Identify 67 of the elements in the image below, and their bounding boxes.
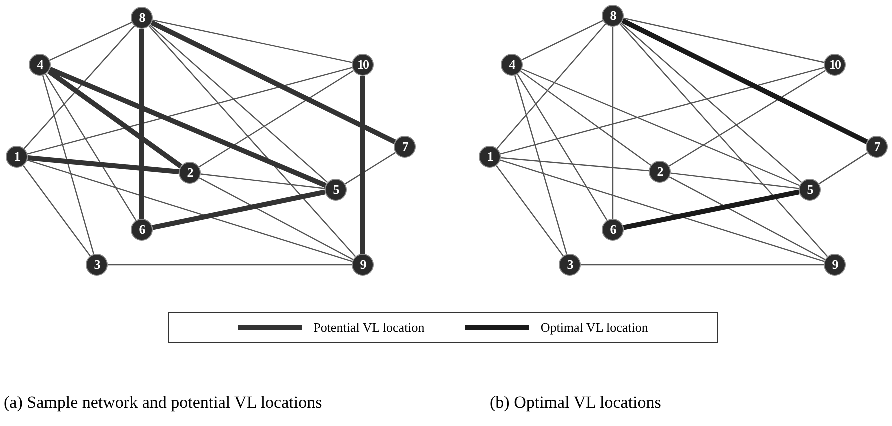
thick-link-line [623,190,800,230]
link-line [148,26,356,258]
link-line [522,68,800,186]
legend-label: Optimal VL location [540,320,648,336]
link-line [520,70,652,166]
link-line [496,24,606,150]
link-line [500,157,650,172]
link-line [345,152,396,185]
numbered-node-circle: 3 [86,254,108,276]
link-line [24,26,136,150]
legend-label: Potential VL location [314,320,425,336]
numbered-node-circle: 7 [394,136,416,158]
link-line [669,70,826,167]
thick-link-line [140,29,144,219]
thick-link-line [622,18,868,144]
thick-link-line [47,69,183,169]
numbered-node-circle: 9 [352,254,374,276]
panel-caption: (b) Optimal VL locations [490,393,662,413]
numbered-node-circle: 2 [649,161,671,183]
link-line [199,178,354,260]
link-line [620,22,802,184]
link-line [496,165,564,257]
numbered-node-circle: 6 [602,219,624,241]
numbered-node-circle: 8 [131,7,153,29]
link-line [517,74,608,221]
link-line [27,160,353,262]
link-line [514,75,568,255]
thick-link-line [49,66,327,188]
numbered-node-circle: 8 [602,5,624,27]
link-line [23,165,91,257]
thick-link-line [28,156,180,174]
panel-caption: (a) Sample network and potential VL locations [4,393,322,413]
numbered-node-circle: 5 [325,179,347,201]
link-line [818,152,868,185]
numbered-node-circle: 10 [824,54,846,76]
thick-link-line [152,190,326,230]
link-line [669,176,826,260]
numbered-node-circle: 5 [799,179,821,201]
link-line [522,20,604,61]
link-line [500,67,825,155]
numbered-node-circle: 6 [131,219,153,241]
thick-link-line [360,76,366,254]
numbered-node-circle: 7 [866,136,888,158]
numbered-node-circle: 1 [479,146,501,168]
numbered-node-circle: 2 [179,162,201,184]
numbered-node-circle: 4 [29,54,51,76]
link-line [200,174,326,190]
link-line [620,24,828,258]
numbered-node-circle: 1 [6,146,28,168]
numbered-node-circle: 3 [559,254,581,276]
link-line [152,20,352,64]
link-line [42,75,95,255]
link-line [624,18,824,64]
numbered-node-circle: 10 [352,54,374,76]
numbered-node-circle: 4 [501,54,523,76]
link-line [50,22,132,61]
link-line [45,74,137,221]
link-line [581,264,824,266]
link-line [612,27,614,219]
link-line [500,160,825,262]
link-line [27,67,353,155]
link-line [199,70,354,168]
link-line [670,172,800,190]
thick-link-line [150,20,396,144]
link-line [108,264,352,266]
link-line [150,24,328,184]
numbered-node-circle: 9 [824,254,846,276]
